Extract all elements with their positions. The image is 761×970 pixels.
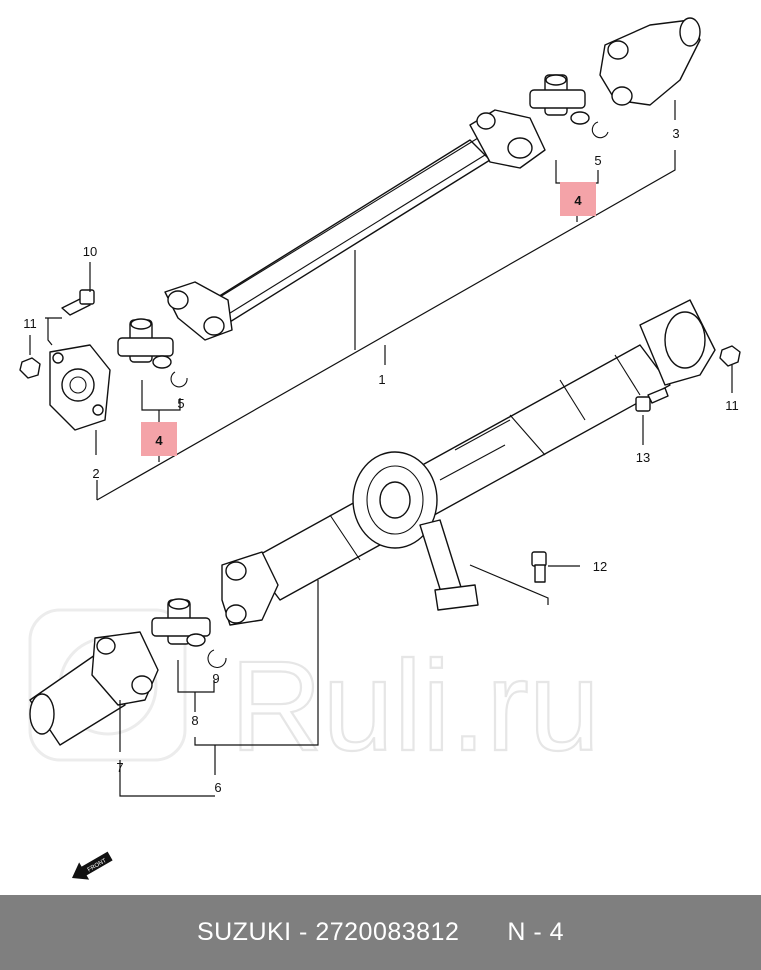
watermark-text: Ruli.ru bbox=[230, 635, 600, 778]
callout-11-left: 11 bbox=[23, 316, 37, 331]
callout-8: 8 bbox=[191, 713, 198, 728]
leader-lines bbox=[29, 100, 733, 797]
highlight-box-top bbox=[560, 182, 596, 216]
slip-yoke bbox=[29, 631, 159, 746]
watermark: Ruli.ru bbox=[28, 608, 601, 779]
callout-4-left: 4 bbox=[155, 433, 163, 448]
universal-joint-left bbox=[117, 318, 188, 388]
front-shaft bbox=[164, 109, 546, 341]
footer-bar: SUZUKI - 2720083812 N - 4 bbox=[0, 895, 761, 970]
footer-part-number: SUZUKI - 2720083812 bbox=[196, 918, 460, 946]
propeller-shaft-diagram: Ruli.ru bbox=[19, 17, 741, 880]
highlight-box-left bbox=[141, 422, 177, 456]
front-direction-arrow: FRONT bbox=[72, 851, 113, 880]
callout-labels: 1 2 3 4 4 5 5 6 7 8 9 10 11 11 12 13 bbox=[23, 126, 739, 795]
callout-6: 6 bbox=[214, 780, 221, 795]
callout-4-top: 4 bbox=[574, 193, 582, 208]
rear-shaft bbox=[221, 299, 741, 626]
callout-13: 13 bbox=[636, 450, 650, 465]
callout-12: 12 bbox=[593, 559, 607, 574]
callout-7: 7 bbox=[116, 760, 123, 775]
callout-5-top: 5 bbox=[594, 153, 601, 168]
universal-joint-lower bbox=[151, 598, 227, 669]
universal-joint-top bbox=[529, 74, 609, 139]
companion-flange bbox=[19, 289, 111, 431]
callout-10: 10 bbox=[83, 244, 97, 259]
callout-1: 1 bbox=[378, 372, 385, 387]
callout-11-right: 11 bbox=[725, 398, 739, 413]
callout-5-left: 5 bbox=[177, 396, 184, 411]
footer-page-ref: N - 4 bbox=[507, 918, 565, 946]
callout-3: 3 bbox=[672, 126, 679, 141]
callout-9: 9 bbox=[212, 671, 219, 686]
callout-2: 2 bbox=[92, 466, 99, 481]
flange-yoke-top bbox=[599, 17, 701, 106]
